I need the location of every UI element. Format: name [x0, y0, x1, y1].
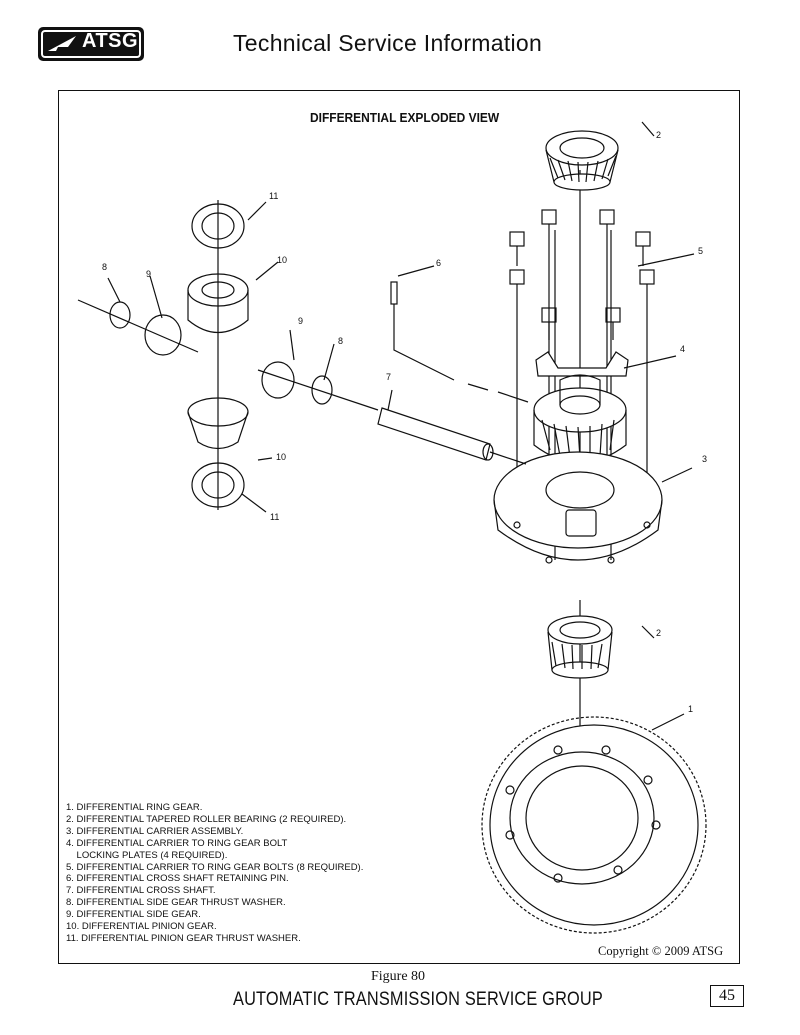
- callout-6: 6: [436, 258, 441, 268]
- callout-3: 3: [702, 454, 707, 464]
- left-gear-set: [77, 200, 379, 510]
- callout-10-bottom: 10: [276, 452, 286, 462]
- callout-1: 1: [688, 704, 693, 714]
- legend-item: 9. DIFFERENTIAL SIDE GEAR.: [66, 909, 201, 921]
- locking-plate: [535, 351, 629, 377]
- legend-item: LOCKING PLATES (4 REQUIRED).: [66, 849, 228, 861]
- page-number: 45: [710, 985, 744, 1007]
- legend-item: 5. DIFFERENTIAL CARRIER TO RING GEAR BOL…: [66, 861, 364, 873]
- legend-item: 8. DIFFERENTIAL SIDE GEAR THRUST WASHER.: [66, 897, 286, 909]
- callout-4: 4: [680, 344, 685, 354]
- callout-7: 7: [386, 372, 391, 382]
- callout-5: 5: [698, 246, 703, 256]
- legend-item: 6. DIFFERENTIAL CROSS SHAFT RETAINING PI…: [66, 873, 289, 885]
- parts-legend: 1. DIFFERENTIAL RING GEAR. 2. DIFFERENTI…: [66, 802, 363, 945]
- legend-item: 7. DIFFERENTIAL CROSS SHAFT.: [66, 885, 216, 897]
- atsg-logo: ATSG: [38, 27, 144, 61]
- legend-item: 1. DIFFERENTIAL RING GEAR.: [66, 802, 203, 813]
- callout-11-top: 11: [269, 191, 278, 201]
- callout-8-mid: 8: [338, 336, 343, 346]
- logo-text: ATSG: [82, 30, 139, 52]
- copyright-notice: Copyright © 2009 ATSG: [598, 944, 724, 958]
- logo-swoosh-icon: [48, 36, 76, 51]
- figure-frame: [58, 90, 740, 964]
- large-ring-gear: [481, 716, 707, 934]
- figure-caption: Figure 80: [371, 969, 426, 984]
- callout-8-left: 8: [102, 262, 107, 272]
- callout-9-left: 9: [146, 269, 151, 279]
- legend-item: 2. DIFFERENTIAL TAPERED ROLLER BEARING (…: [66, 813, 347, 825]
- footer-company: AUTOMATIC TRANSMISSION SERVICE GROUP: [233, 989, 603, 1010]
- legend-item: 3. DIFFERENTIAL CARRIER ASSEMBLY.: [66, 825, 244, 837]
- callout-2-top: 2: [656, 130, 661, 140]
- callout-11-bottom: 11: [270, 512, 279, 522]
- callout-2-bottom: 2: [656, 628, 661, 638]
- tapered-roller-bearing-top: [545, 130, 619, 191]
- differential-exploded-drawing: 11 10 8 9 6 9 8 7 10 11 2 5 4 3 2 1: [77, 121, 707, 934]
- page-header-title: Technical Service Information: [233, 30, 543, 56]
- legend-item: 4. DIFFERENTIAL CARRIER TO RING GEAR BOL…: [66, 837, 288, 849]
- callout-9-mid: 9: [298, 316, 303, 326]
- callout-10-top: 10: [277, 255, 287, 265]
- differential-carrier: [493, 451, 663, 564]
- figure-title: DIFFERENTIAL EXPLODED VIEW: [310, 110, 500, 125]
- cross-shaft: [377, 407, 527, 465]
- tapered-roller-bearing-bottom: [547, 615, 613, 679]
- legend-item: 11. DIFFERENTIAL PINION GEAR THRUST WASH…: [66, 932, 301, 944]
- cross-shaft-pin: [390, 281, 398, 305]
- legend-item: 10. DIFFERENTIAL PINION GEAR.: [66, 921, 217, 933]
